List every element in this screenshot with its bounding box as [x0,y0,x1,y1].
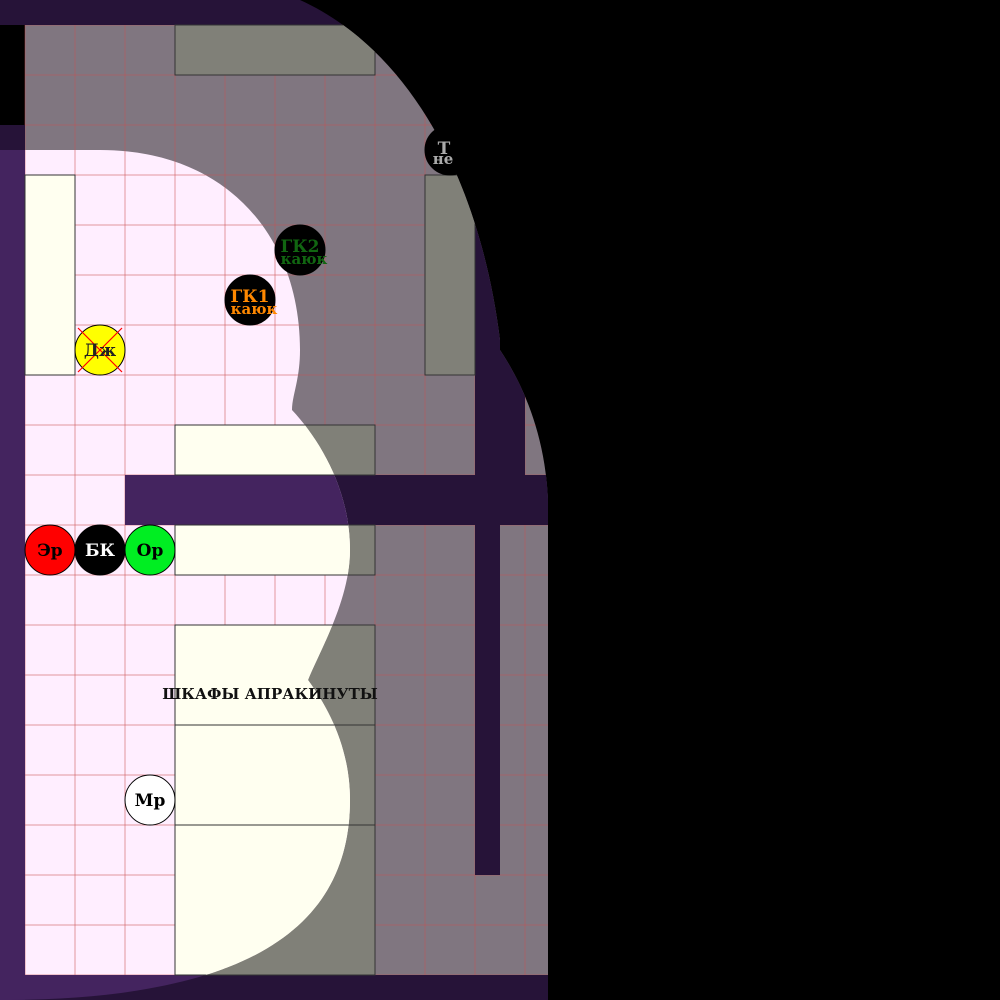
table-top[interactable] [174,24,376,76]
token-gk1-label: ГК1 [230,287,269,307]
token-t-label: Т [438,139,451,159]
token-gk1-status: каюк [231,300,278,318]
token-or[interactable]: Ор [124,524,176,576]
wall [500,475,548,500]
token-gk2-disc[interactable] [274,224,326,276]
token-mr-disc[interactable] [124,774,176,826]
token-er-label: Эр [37,541,63,561]
token-bk-label: БК [85,541,116,561]
token-gk1-disc[interactable] [224,274,276,326]
token-mr[interactable]: Мр [124,774,176,826]
token-er[interactable]: Эр [24,524,76,576]
token-or-disc[interactable] [124,524,176,576]
bench-lower[interactable] [174,524,375,576]
token-gk2-label: ГК2 [280,237,319,257]
wall [125,475,350,525]
wall [475,525,500,875]
token-t[interactable]: Тне [424,124,476,176]
overturned-cabinet-2[interactable] [174,724,375,826]
cabinets-label: ШКАФЫ АПРАКИНУТЫ [162,685,378,703]
token-dzh-label: Дж [84,341,116,361]
wall [0,150,25,1000]
crate-left[interactable] [24,174,76,376]
token-gk2-status: каюк [281,250,328,268]
token-mr-label: Мр [135,791,166,811]
cabinet-right[interactable] [424,174,476,376]
token-dzh[interactable]: Дж [74,324,126,376]
token-bk[interactable]: БК [74,524,126,576]
token-t-disc[interactable] [424,124,476,176]
token-or-label: Ор [137,541,164,561]
token-t-status: не [433,150,454,168]
